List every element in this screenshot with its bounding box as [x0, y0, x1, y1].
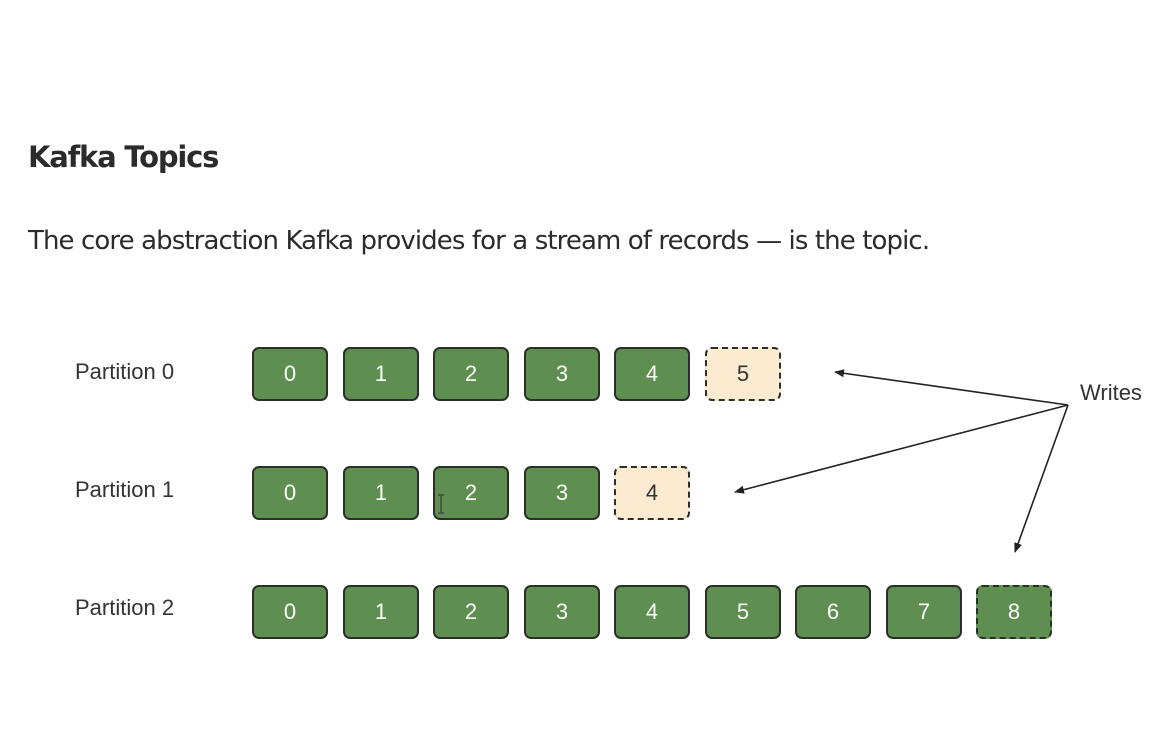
write-arrow-partition-0 [834, 369, 1069, 406]
writes-label: Writes [1080, 380, 1142, 405]
partition-2-offset-4: 4 [614, 585, 690, 639]
partition-0-offset-1: 1 [343, 347, 419, 401]
text-cursor-icon [438, 494, 444, 514]
partition-2-offset-3: 3 [524, 585, 600, 639]
partition-2-offset-0: 0 [252, 585, 328, 639]
slide-subtitle: The core abstraction Kafka provides for … [28, 226, 930, 256]
partition-0-offset-3: 3 [524, 347, 600, 401]
write-arrow-partition-2 [1014, 404, 1069, 553]
partition-0-offset-4: 4 [614, 347, 690, 401]
write-arrow-partition-1 [734, 404, 1069, 494]
partition-2-offset-5: 5 [705, 585, 781, 639]
partition-2-offset-7: 7 [886, 585, 962, 639]
partition-0-offset-0: 0 [252, 347, 328, 401]
partition-2-offset-1: 1 [343, 585, 419, 639]
partition-0-offset-5: 5 [705, 347, 781, 401]
partition-2-offset-2: 2 [433, 585, 509, 639]
partition-1-offset-0: 0 [252, 466, 328, 520]
slide-title: Kafka Topics [28, 140, 219, 174]
partition-1-offset-3: 3 [524, 466, 600, 520]
partition-1-offset-4: 4 [614, 466, 690, 520]
partition-2-offset-8: 8 [976, 585, 1052, 639]
partition-1-offset-2: 2 [433, 466, 509, 520]
partition-2-label: Partition 2 [75, 595, 175, 620]
partition-0-offset-2: 2 [433, 347, 509, 401]
partition-2-offset-6: 6 [795, 585, 871, 639]
partition-0-label: Partition 0 [75, 359, 175, 384]
partition-1-offset-1: 1 [343, 466, 419, 520]
partition-1-label: Partition 1 [75, 477, 175, 502]
